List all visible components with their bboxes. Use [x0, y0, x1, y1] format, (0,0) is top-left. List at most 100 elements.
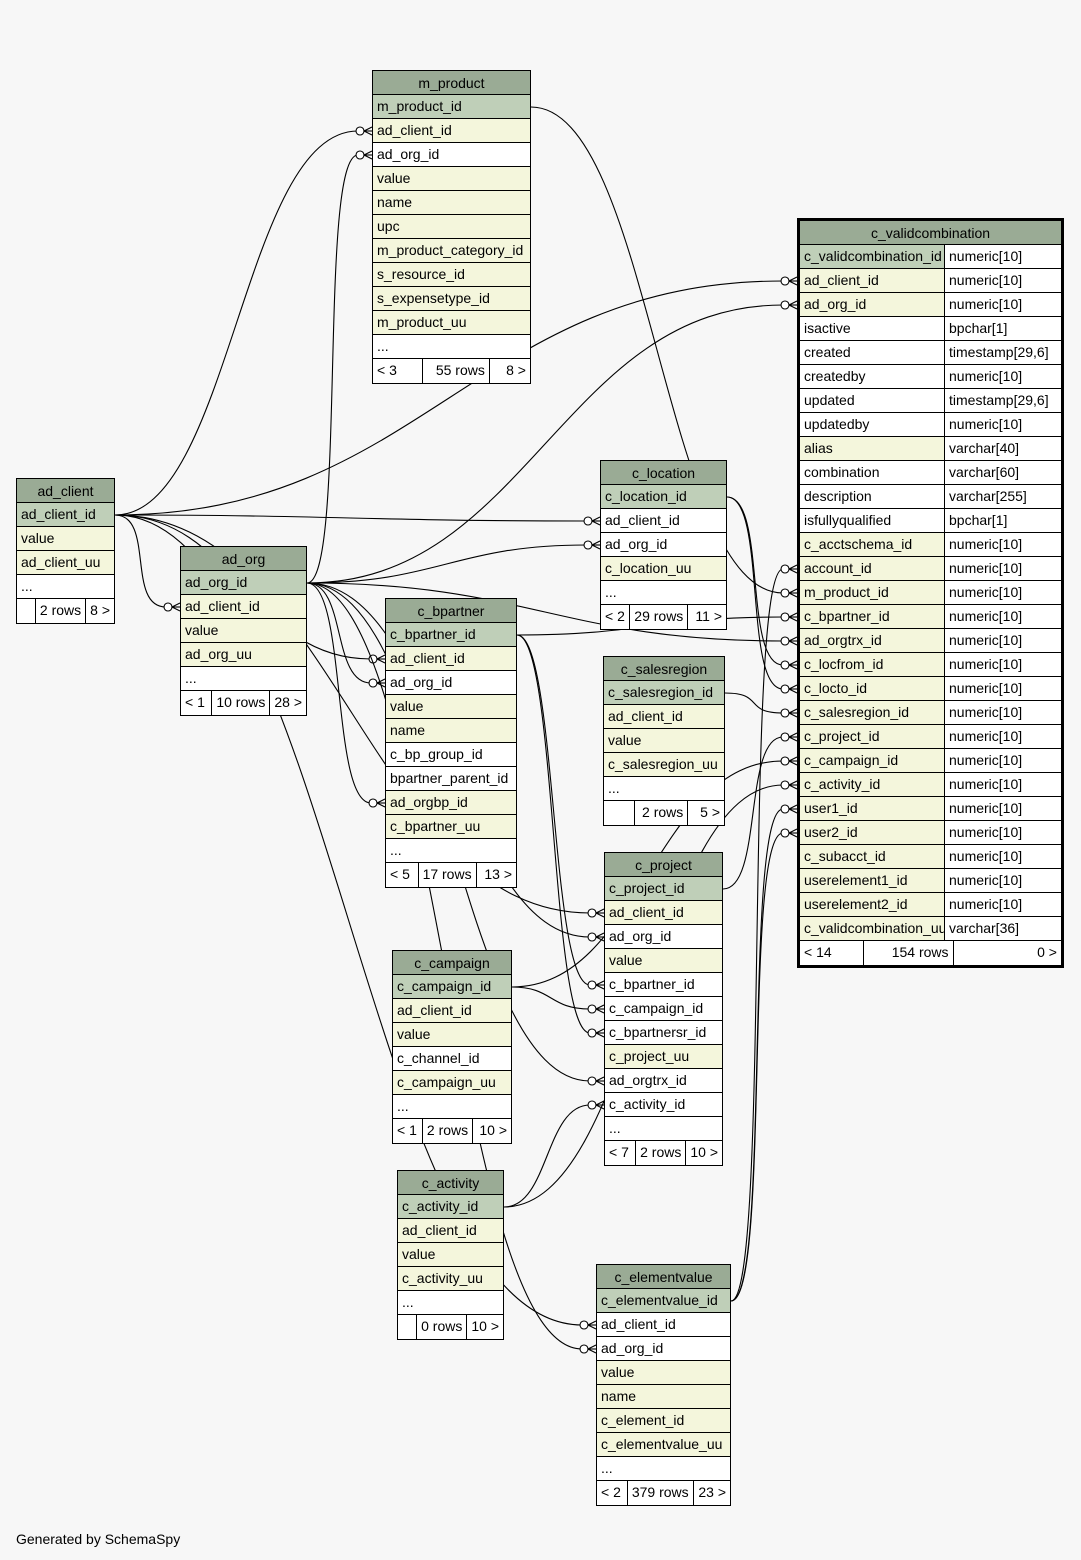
children-link[interactable]: 10 >	[466, 1315, 503, 1339]
relationship-line	[306, 544, 600, 584]
column-row: name	[373, 191, 530, 215]
table-title[interactable]: c_campaign	[393, 951, 511, 975]
table-title[interactable]: c_activity	[398, 1171, 503, 1195]
children-link[interactable]: 0 >	[952, 941, 1061, 965]
table-title[interactable]: c_project	[605, 853, 722, 877]
column-name: s_expensetype_id	[373, 287, 530, 310]
column-type: varchar[36]	[944, 917, 1061, 940]
children-link[interactable]: 10 >	[472, 1119, 511, 1143]
crows-foot-mark	[788, 300, 798, 306]
parents-link[interactable]: < 1	[185, 694, 205, 710]
table-title[interactable]: c_validcombination	[800, 221, 1061, 245]
optional-marker	[587, 932, 597, 942]
children-link[interactable]: 5 >	[687, 801, 724, 825]
row-count: 17 rows	[417, 863, 476, 887]
column-name: ad_org_id	[386, 671, 516, 694]
column-type: numeric[10]	[944, 557, 1061, 580]
primary-key-column-name: c_activity_id	[398, 1195, 503, 1218]
children-link[interactable]: 10 >	[685, 1141, 722, 1165]
column-name: c_elementvalue_uu	[597, 1433, 730, 1456]
column-row: c_campaign_id	[393, 975, 511, 999]
column-name: name	[597, 1385, 730, 1408]
column-row: ad_client_uu	[17, 551, 114, 575]
parents-link[interactable]: < 3	[377, 362, 397, 378]
column-row: c_channel_id	[393, 1047, 511, 1071]
column-type: numeric[10]	[944, 773, 1061, 796]
parents-link[interactable]: < 2	[601, 1484, 621, 1500]
column-name: updatedby	[800, 413, 944, 436]
column-row: ad_org_id	[601, 533, 726, 557]
parents-link[interactable]: < 14	[804, 944, 832, 960]
more-columns-row: ...	[601, 581, 726, 605]
parents-link[interactable]	[398, 1315, 416, 1339]
relationship-line	[306, 582, 797, 642]
column-row: c_activity_uu	[398, 1267, 503, 1291]
column-name: combination	[800, 461, 944, 484]
column-row: ad_org_id	[386, 671, 516, 695]
table-title[interactable]: c_location	[601, 461, 726, 485]
children-link[interactable]: 8 >	[85, 599, 114, 623]
table-title[interactable]: c_elementvalue	[597, 1265, 730, 1289]
column-name: updated	[800, 389, 944, 412]
parents-link[interactable]	[17, 599, 35, 623]
row-count: 55 rows	[422, 359, 489, 383]
crows-foot-mark	[788, 780, 798, 786]
optional-marker	[355, 150, 365, 160]
parents-link[interactable]: < 5	[390, 866, 410, 882]
column-name: ad_client_id	[604, 705, 724, 728]
parents-link[interactable]	[604, 801, 634, 825]
column-name: user1_id	[800, 797, 944, 820]
table-title[interactable]: ad_client	[17, 479, 114, 503]
column-row: c_location_uu	[601, 557, 726, 581]
column-row: ad_client_id	[597, 1313, 730, 1337]
column-row: c_bpartner_id	[386, 623, 516, 647]
children-link[interactable]: 28 >	[269, 691, 306, 715]
column-type: numeric[10]	[944, 653, 1061, 676]
column-name: ...	[605, 1117, 722, 1140]
more-columns-row: ...	[597, 1457, 730, 1481]
children-link[interactable]: 23 >	[692, 1481, 730, 1505]
parents-link[interactable]: < 7	[609, 1144, 629, 1160]
column-name: m_product_uu	[373, 311, 530, 334]
crows-foot-mark	[595, 912, 605, 918]
column-type: numeric[10]	[944, 269, 1061, 292]
parents-link[interactable]: < 2	[605, 608, 625, 624]
optional-marker	[368, 798, 378, 808]
table-title[interactable]: ad_org	[181, 547, 306, 571]
column-type: numeric[10]	[944, 797, 1061, 820]
table-title[interactable]: c_salesregion	[604, 657, 724, 681]
children-link[interactable]: 11 >	[687, 605, 726, 629]
column-row: ad_client_id	[604, 705, 724, 729]
crows-foot-mark	[595, 908, 605, 914]
parents-link[interactable]: < 1	[397, 1122, 417, 1138]
optional-marker	[780, 636, 790, 646]
column-type: numeric[10]	[944, 725, 1061, 748]
column-name: ad_orgtrx_id	[605, 1069, 722, 1092]
table-title[interactable]: c_bpartner	[386, 599, 516, 623]
column-name: c_location_uu	[601, 557, 726, 580]
column-name: ...	[601, 581, 726, 604]
column-name: ad_client_id	[605, 901, 722, 924]
column-name: ...	[398, 1291, 503, 1314]
relationship-line	[306, 582, 385, 804]
children-link[interactable]: 13 >	[475, 863, 516, 887]
crows-foot-mark	[788, 808, 798, 814]
column-row: name	[597, 1385, 730, 1409]
optional-marker	[587, 1028, 597, 1038]
column-name: value	[604, 729, 724, 752]
column-name: name	[386, 719, 516, 742]
optional-marker	[583, 516, 593, 526]
children-link[interactable]: 8 >	[488, 359, 530, 383]
table-title[interactable]: m_product	[373, 71, 530, 95]
column-name: userelement2_id	[800, 893, 944, 916]
optional-marker	[780, 660, 790, 670]
